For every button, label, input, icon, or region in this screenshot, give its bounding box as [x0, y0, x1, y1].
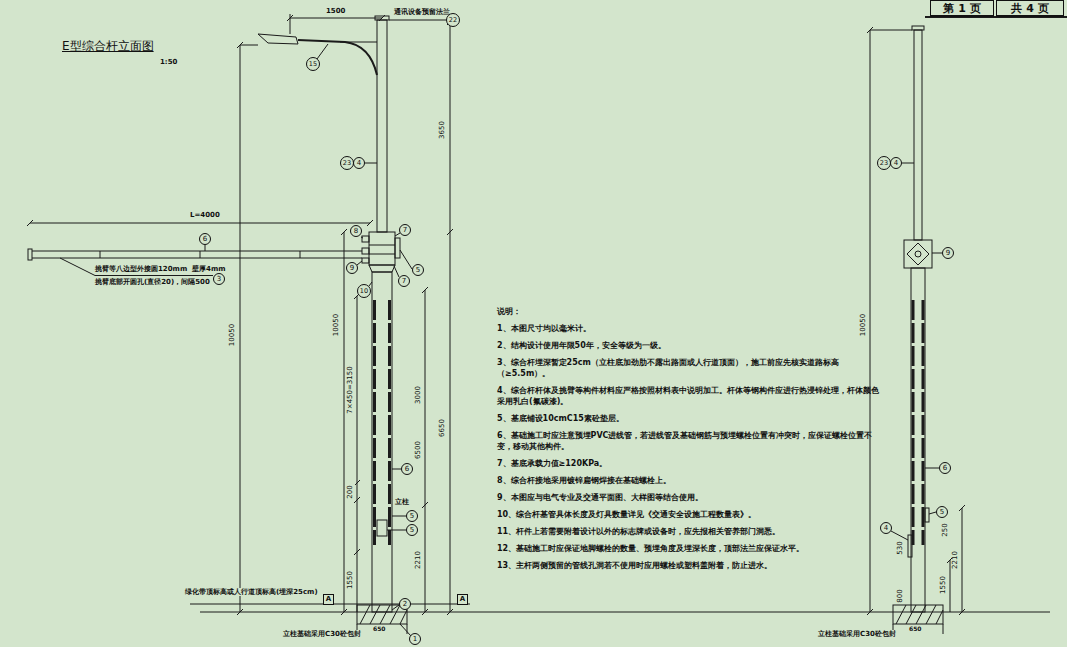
dimension-text: 530 — [897, 540, 905, 555]
dimension-text: 3650 — [439, 120, 447, 140]
dimension-text: 800 — [897, 588, 905, 603]
callout-number: 23 — [340, 156, 354, 170]
callout-number: 5 — [412, 264, 424, 276]
callout-number: 22 — [446, 13, 460, 27]
callout-number: 6 — [939, 462, 951, 474]
note-text: 6、基础施工时应注意预埋PVC进线管，若进线管及基础钢筋与预埋螺栓位置有冲突时，… — [497, 430, 882, 452]
callout-number: 6 — [401, 463, 413, 475]
annotation-text: 1:50 — [160, 58, 177, 66]
dimension-text: 1550 — [347, 570, 355, 590]
callout-number: 4 — [890, 157, 902, 169]
dimension-text: 2210 — [415, 550, 423, 570]
page-box: 共 4 页 — [996, 0, 1064, 17]
callout-number: 5 — [406, 524, 418, 536]
callout-number: 4 — [353, 157, 365, 169]
dimension-text: 6650 — [439, 418, 447, 438]
note-text: 说明： — [497, 306, 882, 317]
annotation-text: L=4000 — [190, 211, 220, 219]
note-text: 13、主杆两侧预留的管线孔洞若不使用时应用螺栓或塑料盖附着，防止进水。 — [497, 560, 882, 571]
callout-number: 5 — [936, 506, 948, 518]
note-text: 5、基底铺设10cmC15素砼垫层。 — [497, 413, 882, 424]
callout-number: 4 — [880, 522, 892, 534]
dimension-text: 2210 — [952, 550, 960, 570]
drawing-title: E型综合杆立面图 — [62, 38, 154, 55]
callout-number: 6 — [199, 233, 211, 245]
annotation-text: 650 — [373, 626, 386, 633]
callout-number: 9 — [346, 262, 358, 274]
annotation-text: 挑臂底部开圆孔(直径20)，间隔500 — [95, 278, 210, 286]
annotation-text: 立柱 — [395, 498, 409, 506]
annotation-text: 立柱基础采用C30砼包封 — [818, 630, 896, 638]
page-box: 第 1 页 — [930, 0, 994, 17]
annotation-text: 通讯设备预留法兰 — [394, 8, 450, 16]
callout-number: 9 — [942, 247, 954, 259]
note-text: 10、综合杆基管具体长度及灯具数量详见《交通安全设施工程数量表》。 — [497, 509, 882, 520]
callout-number: 15 — [306, 57, 320, 71]
callout-number: 7 — [399, 224, 411, 236]
page-text: 共 4 页 — [1011, 1, 1048, 16]
page-text: 第 1 页 — [943, 1, 980, 16]
dimension-text: 6500 — [415, 440, 423, 460]
note-text: 2、结构设计使用年限50年，安全等级为一级。 — [497, 340, 882, 351]
callout-number: 23 — [877, 156, 891, 170]
note-text: 3、综合杆埋深暂定25cm（立柱底加劲肋不露出路面或人行道顶面），施工前应先核实… — [497, 357, 882, 379]
section-marker: A — [457, 594, 468, 605]
dimension-text: 3000 — [415, 385, 423, 405]
note-text: 1、本图尺寸均以毫米计。 — [497, 323, 882, 334]
note-text: 12、基础施工时应保证地脚螺栓的数量、预埋角度及埋深长度，顶部法兰应保证水平。 — [497, 543, 882, 554]
dimension-text: 200 — [347, 484, 355, 499]
dimension-text: 250 — [942, 522, 950, 537]
callout-number: 3 — [213, 273, 225, 285]
callout-number: 10 — [357, 284, 371, 298]
annotation-text: 绿化带顶标高或人行道顶标高(埋深25cm) — [185, 588, 318, 596]
dimension-text: 7×450=3150 — [347, 365, 355, 414]
callout-number: 7 — [398, 275, 410, 287]
section-marker: A — [323, 594, 334, 605]
callout-number: 1 — [409, 633, 421, 645]
dimension-text: 1550 — [940, 575, 948, 595]
annotation-text: 挑臂等八边型外接圆120mm 壁厚4mm — [95, 265, 226, 273]
dimension-text: 10050 — [333, 313, 341, 337]
note-text: 9、本图应与电气专业及交通平面图、大样图等结合使用。 — [497, 492, 882, 503]
note-text: 7、基底承载力值≥120KPa。 — [497, 458, 882, 469]
note-text: 8、综合杆接地采用镀锌扁钢焊接在基础螺栓上。 — [497, 475, 882, 486]
dimension-text: 10050 — [229, 323, 237, 347]
note-text: 11、杆件上若需要附着设计以外的标志牌或设备时，应先报相关管养部门洞悉。 — [497, 526, 882, 537]
annotation-text: 立柱基础采用C30砼包封 — [283, 630, 361, 638]
callout-number: 5 — [406, 510, 418, 522]
dimension-text: 10050 — [860, 313, 868, 337]
linework — [27, 14, 1067, 636]
note-text: 4、综合杆杆体及挑臂等构件材料应严格按照材料表中说明加工。杆体等钢构件应进行热浸… — [497, 385, 882, 407]
notes-block: 说明： 1、本图尺寸均以毫米计。 2、结构设计使用年限50年，安全等级为一级。 3、综… — [497, 306, 882, 577]
annotation-text: 1500 — [326, 7, 345, 15]
callout-number: 2 — [399, 598, 411, 610]
annotation-text: 650 — [909, 626, 922, 633]
callout-number: 8 — [350, 225, 362, 237]
